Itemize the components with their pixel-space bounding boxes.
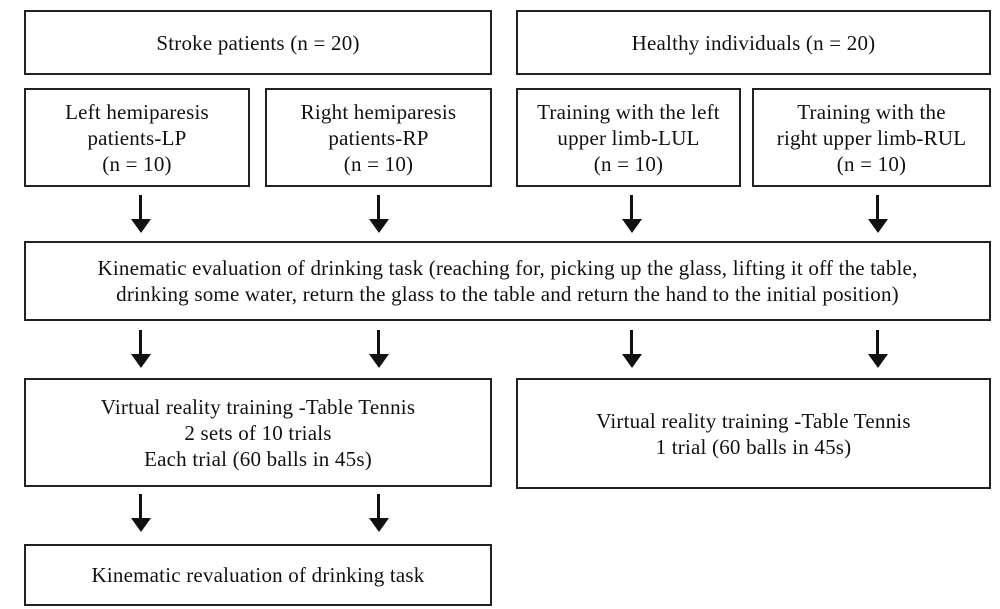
group-rp-line3: (n = 10) xyxy=(343,151,414,176)
vr-healthy-line1: Virtual reality training -Table Tennis xyxy=(596,408,911,433)
kinematic-evaluation-line2: drinking some water, return the glass to… xyxy=(116,282,899,306)
group-rp-line1: Right hemiparesis xyxy=(300,99,457,124)
down-arrow-icon xyxy=(868,330,888,370)
vr-healthy-line2: 1 trial (60 balls in 45s) xyxy=(655,434,852,459)
group-box-rp: Right hemiparesis patients-RP (n = 10) xyxy=(265,88,492,187)
group-rul-line3: (n = 10) xyxy=(836,151,907,176)
group-lp-line3: (n = 10) xyxy=(102,151,172,176)
down-arrow-icon xyxy=(131,330,151,370)
healthy-individuals-box: Healthy individuals (n = 20) xyxy=(516,10,991,75)
vr-training-healthy-box: Virtual reality training -Table Tennis 1… xyxy=(516,378,991,489)
down-arrow-icon xyxy=(131,195,151,235)
down-arrow-icon xyxy=(369,195,389,235)
group-box-lul: Training with the left upper limb-LUL (n… xyxy=(516,88,741,187)
kinematic-evaluation-box: Kinematic evaluation of drinking task (r… xyxy=(24,241,991,321)
kinematic-revaluation-box: Kinematic revaluation of drinking task xyxy=(24,544,492,606)
vr-patients-line2: 2 sets of 10 trials xyxy=(184,420,332,445)
down-arrow-icon xyxy=(622,195,642,235)
down-arrow-icon xyxy=(131,494,151,534)
stroke-patients-box: Stroke patients (n = 20) xyxy=(24,10,492,75)
stroke-patients-label: Stroke patients (n = 20) xyxy=(156,30,360,55)
vr-patients-line1: Virtual reality training -Table Tennis xyxy=(100,394,416,419)
group-lp-line1: Left hemiparesis xyxy=(65,99,209,124)
kinematic-evaluation-line1: Kinematic evaluation of drinking task (r… xyxy=(97,256,918,280)
group-rul-line1: Training with the xyxy=(797,99,946,124)
group-lp-line2: patients-LP xyxy=(87,125,187,150)
group-box-lp: Left hemiparesis patients-LP (n = 10) xyxy=(24,88,250,187)
group-rul-line2: right upper limb-RUL xyxy=(776,125,967,150)
group-box-rul: Training with the right upper limb-RUL (… xyxy=(752,88,991,187)
group-lul-line1: Training with the left xyxy=(537,99,720,124)
group-rp-line2: patients-RP xyxy=(328,125,429,150)
down-arrow-icon xyxy=(622,330,642,370)
down-arrow-icon xyxy=(868,195,888,235)
vr-training-patients-box: Virtual reality training -Table Tennis 2… xyxy=(24,378,492,487)
down-arrow-icon xyxy=(369,494,389,534)
vr-patients-line3: Each trial (60 balls in 45s) xyxy=(144,446,372,471)
kinematic-revaluation-label: Kinematic revaluation of drinking task xyxy=(91,563,425,587)
group-lul-line3: (n = 10) xyxy=(593,151,664,176)
group-lul-line2: upper limb-LUL xyxy=(557,125,700,150)
down-arrow-icon xyxy=(369,330,389,370)
healthy-individuals-label: Healthy individuals (n = 20) xyxy=(631,30,876,55)
